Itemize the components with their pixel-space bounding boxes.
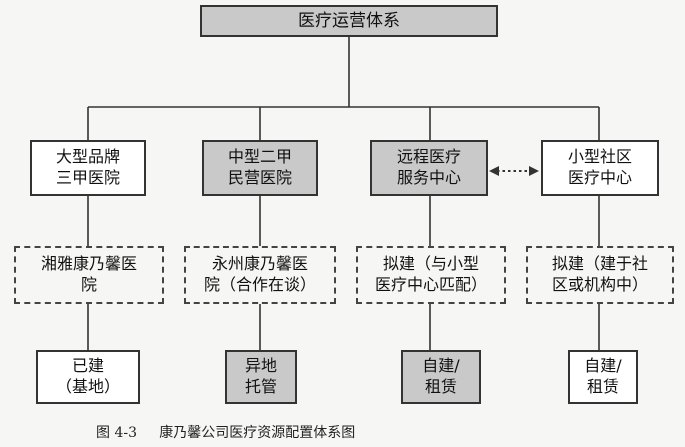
node-mid-hospital: 中型二甲 民营医院: [202, 140, 318, 196]
figure-title: 康乃馨公司医疗资源配置体系图: [159, 425, 356, 441]
status-self-build-lease-remote: 自建/ 租赁: [401, 350, 481, 404]
status-built-base: 已建 （基地）: [36, 350, 140, 404]
root-node: 医疗运营体系: [200, 5, 498, 37]
figure-number: 图 4-3: [96, 425, 137, 441]
plan-community-center: 拟建（建于社 区或机构中）: [526, 246, 674, 304]
node-large-hospital: 大型品牌 三甲医院: [30, 140, 146, 196]
node-remote-center: 远程医疗 服务中心: [370, 140, 488, 196]
status-remote-trust: 异地 托管: [225, 350, 297, 404]
plan-xiangya-hospital: 湘雅康乃馨医 院: [14, 246, 164, 304]
plan-yongzhou-hospital: 永州康乃馨医 院（合作在谈）: [184, 246, 336, 304]
status-self-build-lease-community: 自建/ 租赁: [568, 350, 638, 404]
plan-remote-center: 拟建（与小型 医疗中心匹配）: [356, 246, 506, 304]
bidirectional-link: [489, 166, 539, 176]
node-community-center: 小型社区 医疗中心: [541, 140, 659, 196]
figure-caption: 图 4-3 康乃馨公司医疗资源配置体系图: [96, 422, 355, 442]
